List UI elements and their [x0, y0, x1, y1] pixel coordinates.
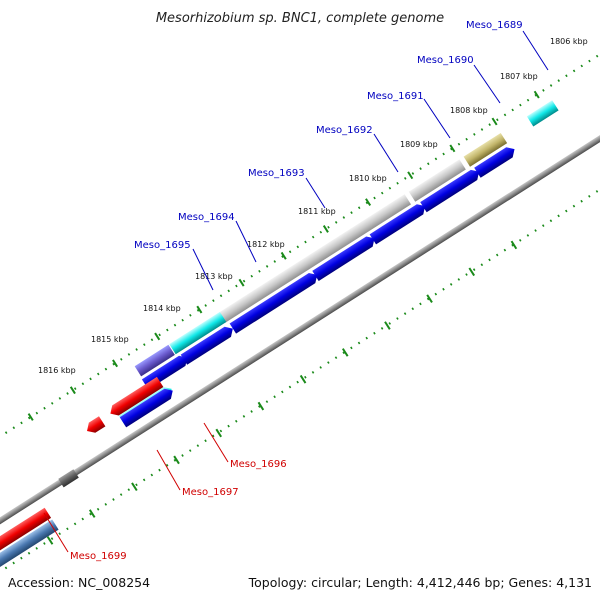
gene-label-meso-1696[interactable]: Meso_1696 — [230, 459, 287, 470]
major-ticks — [27, 90, 540, 545]
feature-cyan-1694[interactable] — [169, 311, 227, 355]
blue-arrow-5[interactable] — [369, 201, 429, 245]
genome-backbone — [0, 92, 600, 550]
feature-cyan-edge[interactable] — [526, 100, 559, 127]
tick-labels: 1806 kbp 1807 kbp 1808 kbp 1809 kbp 1810… — [38, 37, 588, 375]
tick-label: 1814 kbp — [143, 304, 181, 313]
tick-label: 1815 kbp — [91, 335, 129, 344]
steel-feature-1699[interactable] — [0, 519, 59, 580]
tick-label: 1813 kbp — [195, 272, 233, 281]
forward-strand-track[interactable] — [0, 144, 527, 520]
gene-label-meso-1695[interactable]: Meso_1695 — [134, 240, 191, 251]
map-title: Mesorhizobium sp. BNC1, complete genome — [155, 11, 445, 26]
gene-label-meso-1690[interactable]: Meso_1690 — [417, 55, 474, 66]
tick-label: 1812 kbp — [247, 240, 285, 249]
reverse-gene-labels[interactable]: Meso_1696 Meso_1697 Meso_1699 — [43, 422, 287, 562]
blue-arrow-4[interactable] — [312, 233, 377, 281]
gene-label-meso-1699[interactable]: Meso_1699 — [70, 551, 127, 562]
forward-gene-labels[interactable]: Meso_1689 Meso_1690 Meso_1691 Meso_1692 … — [134, 20, 549, 291]
tick-label: 1808 kbp — [450, 106, 488, 115]
red-arrow-1697[interactable] — [84, 416, 106, 436]
blue-arrow-2[interactable] — [180, 324, 236, 365]
genome-summary-text: Topology: circular; Length: 4,412,446 bp… — [248, 575, 592, 590]
gene-label-meso-1692[interactable]: Meso_1692 — [316, 125, 373, 136]
red-arrow-1696[interactable] — [107, 376, 164, 419]
gene-label-meso-1697[interactable]: Meso_1697 — [182, 487, 239, 498]
accession-text: Accession: NC_008254 — [8, 575, 151, 590]
feature-olive-1689[interactable] — [463, 133, 508, 167]
feature-gray-1692[interactable] — [219, 194, 412, 323]
tick-label: 1806 kbp — [550, 37, 588, 46]
feature-dark-marker[interactable] — [58, 469, 79, 488]
tick-label: 1807 kbp — [500, 72, 538, 81]
blue-arrow-7[interactable] — [474, 144, 518, 178]
outer-tick-ruler — [0, 34, 600, 488]
feature-gray-1690[interactable] — [408, 159, 466, 202]
gene-label-meso-1693[interactable]: Meso_1693 — [248, 168, 305, 179]
blue-arrow-1696[interactable] — [119, 386, 176, 428]
tick-label: 1809 kbp — [400, 140, 438, 149]
red-arrow-1699[interactable] — [0, 507, 52, 568]
gene-label-meso-1694[interactable]: Meso_1694 — [178, 212, 235, 223]
tick-label: 1810 kbp — [349, 174, 387, 183]
gene-label-meso-1689[interactable]: Meso_1689 — [466, 20, 523, 31]
tick-label: 1811 kbp — [298, 207, 336, 216]
inner-tick-ruler — [0, 130, 600, 584]
reverse-strand-track[interactable] — [0, 374, 203, 580]
blue-arrow-3[interactable] — [229, 270, 321, 334]
outer-feature-track[interactable] — [0, 100, 587, 535]
feature-slate-1695[interactable] — [134, 344, 175, 377]
tick-label: 1816 kbp — [38, 366, 76, 375]
blue-arrow-6[interactable] — [420, 167, 482, 213]
gene-label-meso-1691[interactable]: Meso_1691 — [367, 91, 424, 102]
